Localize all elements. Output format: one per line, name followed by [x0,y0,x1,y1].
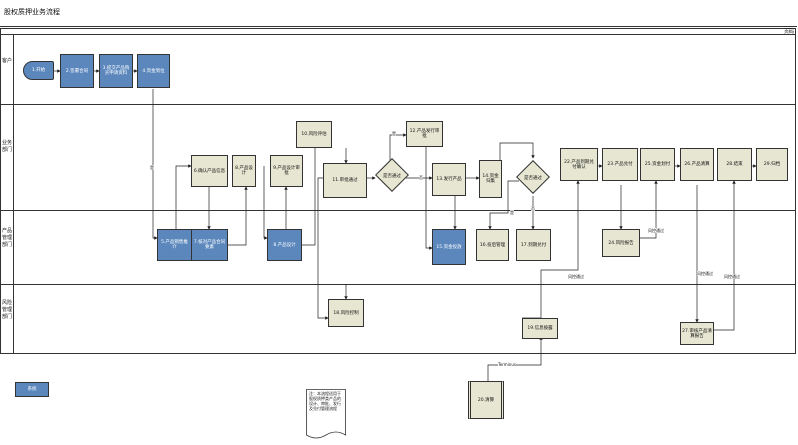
node-risk-control[interactable]: 18.风险控制 [328,299,364,327]
node-start[interactable]: 1.开始 [23,61,54,80]
frame-header [0,28,796,35]
node-funds-ready[interactable]: 4.资金到位 [137,54,170,88]
node-end[interactable]: 28.结束 [717,148,752,181]
node-confirm-product[interactable]: 6.确认产品信息 [191,155,228,187]
connector-label: 否 [419,175,423,180]
lane-divider [0,104,796,105]
lane-label-risk: 风险管理部门 [2,300,13,320]
connector-label: 风控通过 [648,228,664,233]
node-submit-application[interactable]: 3.提交产品购买申请资料 [99,54,133,88]
decision-1-label: 是否通过 [383,173,401,179]
node-product-clearing[interactable]: 26.产品清算 [680,148,714,181]
node-issuance-approval[interactable]: 12.产品发行审批 [406,121,443,147]
node-maturity-payment[interactable]: 17.到期兑付 [516,229,551,261]
connector-label: 风控通过 [724,274,740,279]
node-product-design[interactable]: 8.产品设计 [232,155,256,187]
connector-label: 是 [392,131,396,136]
node-check-contract[interactable]: 7.核对产品合同要素 [191,229,228,261]
lane-label-product: 产品管理部门 [2,228,13,248]
legend-system: 系统 [15,382,49,397]
lane-label-business: 业务部门 [2,140,13,153]
title-bar [0,0,797,27]
frame-header-label: 页码 [783,29,794,35]
connector-label: 否 [531,206,535,211]
connector-label: 风控通过 [697,271,713,276]
swimlane-frame [0,28,796,354]
node-issue-product[interactable]: 13.发行产品 [432,163,466,196]
node-risk-assessment[interactable]: 10.风险评估 [296,121,332,148]
node-fund-collection[interactable]: 14.资金归集 [479,160,502,198]
node-disclosure[interactable]: 19.信息披露 [522,318,558,339]
lane-divider [0,210,796,211]
connector-label: 是 [150,165,154,170]
decision-2-label: 是否通过 [524,175,542,181]
node-redemption[interactable]: 23.产品兑付 [602,148,638,181]
node-product-design-2[interactable]: 8.产品设计 [267,229,302,261]
node-design-approval[interactable]: 9.产品设计审批 [270,155,303,187]
node-sign-contract[interactable]: 2.签署合同 [60,54,94,88]
connector-label: 风控通过 [568,274,584,279]
node-risk-report[interactable]: 24.风险报告 [602,229,640,257]
connector-label: Terminus [498,362,516,367]
connector-label: 是 [510,210,514,215]
document-note-shape [306,389,346,439]
diagram-title: 股权质押业务流程 [4,8,60,16]
document-note-text: 注：本流程适用于股权质押类产品的设计、审批、发行及兑付管理流程 [309,391,341,411]
node-clearing-report[interactable]: 27.审核产品清算报告 [680,322,714,345]
lane-label-column [0,35,14,354]
lane-divider [0,284,796,285]
node-external-system[interactable]: 20.清算 [468,381,504,419]
node-product-marketing[interactable]: 5.产品销售推介 [157,229,192,261]
node-maturity-confirm[interactable]: 22.产品到期兑付确认 [560,148,598,181]
node-post-investment[interactable]: 16.投后管理 [476,229,509,261]
node-fund-investment[interactable]: 15.资金投放 [432,229,466,265]
lane-label-customer: 客户 [2,58,13,64]
node-fund-transfer[interactable]: 25.资金划付 [640,148,675,181]
node-approval-pass[interactable]: 11.审批通过 [323,163,367,198]
node-archive[interactable]: 29.归档 [756,148,788,181]
